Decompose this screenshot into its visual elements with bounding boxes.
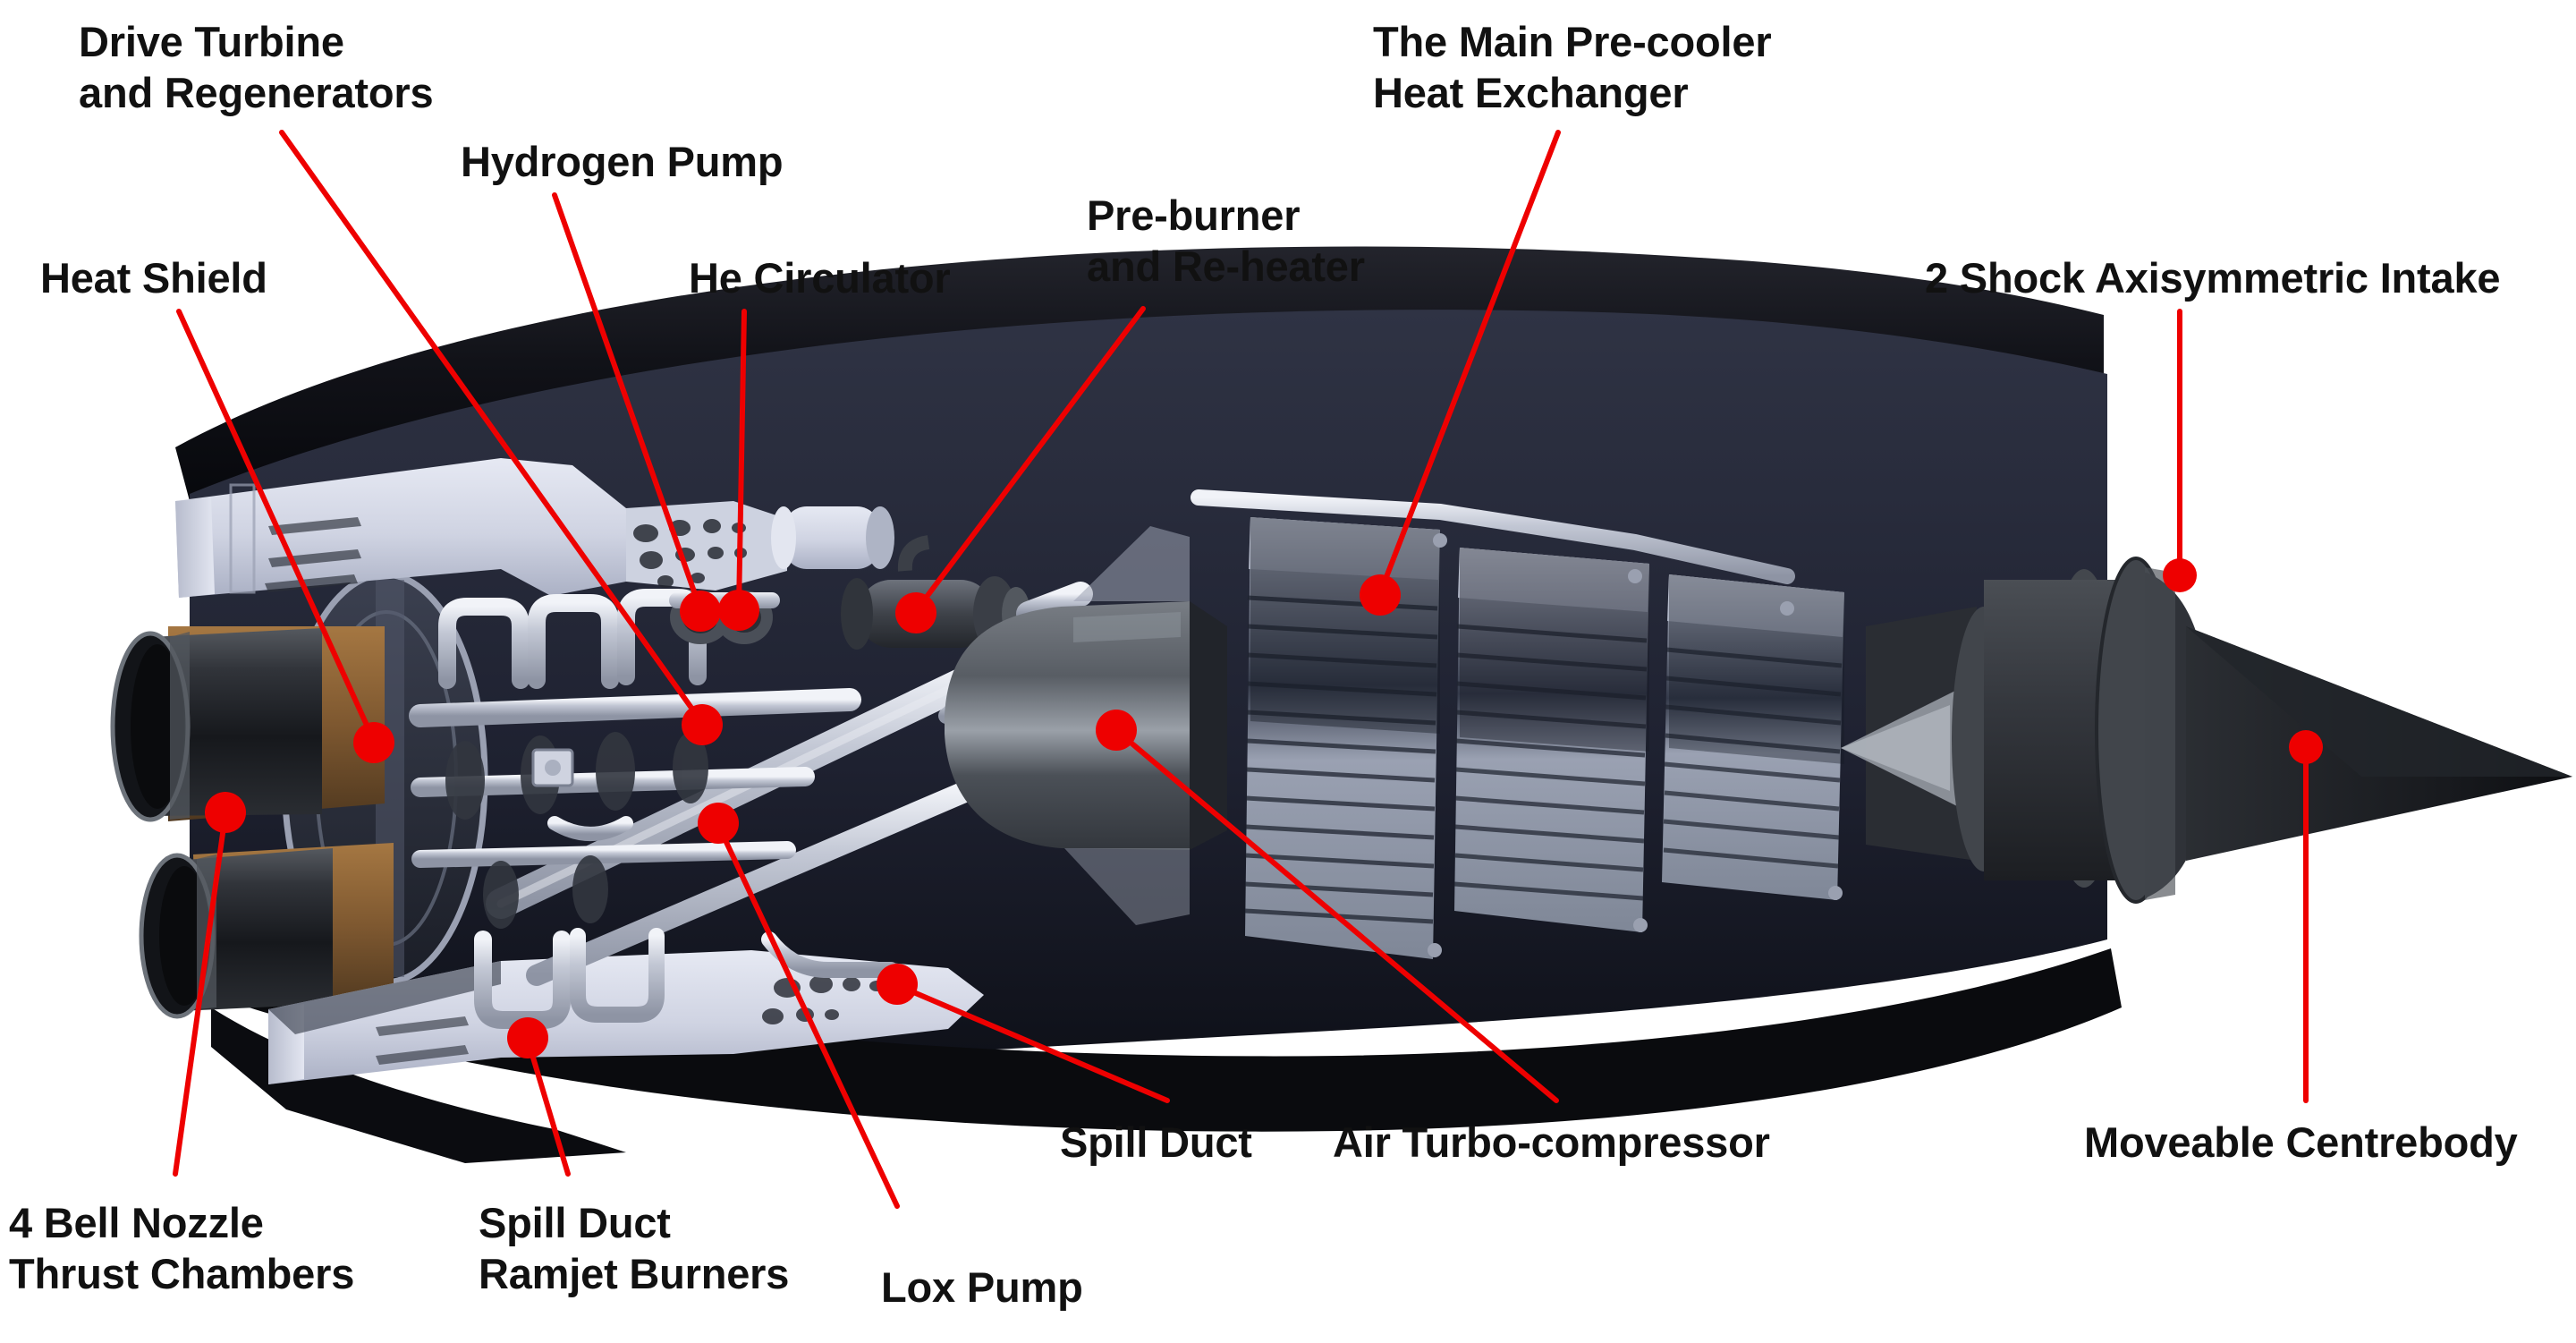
callout-dot-spill-duct-ramjet-burners[interactable] [507,1017,548,1058]
callout-leader-pre-burner-and-re-heater [913,306,1146,614]
bell-nozzle-upper [110,626,385,822]
callout-label-heat-shield: Heat Shield [40,252,267,303]
callout-leader-the-main-pre-cooler-heat-exchanger [1377,130,1561,596]
callout-dot-drive-turbine-and-regenerators[interactable] [682,704,723,745]
callout-dot-air-turbo-compressor[interactable] [1096,710,1137,751]
callout-leader-lox-pump [716,822,900,1209]
precooler-module-1 [1244,517,1440,959]
callout-leader-4-bell-nozzle-thrust-chambers [173,812,228,1177]
axisymmetric-intake-rings [1952,557,2177,904]
callout-label-line: and Re-heater [1087,242,1365,291]
callout-leader-heat-shield [176,309,377,744]
main-pre-cooler-heat-exchanger [1191,489,1844,959]
callout-label-air-turbo-compressor: Air Turbo-compressor [1333,1117,1770,1168]
callout-label-line: The Main Pre-cooler [1373,18,1772,65]
callout-dot-moveable-centrebody[interactable] [2289,730,2323,764]
intake-and-centrebody [1841,557,2572,904]
callout-label-line: Heat Exchanger [1373,69,1689,117]
callout-label-line: 2 Shock Axisymmetric Intake [1925,254,2501,302]
callout-leader-drive-turbine-and-regenerators [279,130,705,726]
engine-plumbing-cluster [409,589,1017,1029]
callout-dot-lox-pump[interactable] [698,803,739,844]
upper-spill-duct-panel [175,458,894,598]
callout-dot-heat-shield[interactable] [353,722,394,763]
bell-nozzle-thrust-chambers [110,626,394,1019]
callout-label-line: Thrust Chambers [9,1250,355,1298]
callout-label-hydrogen-pump: Hydrogen Pump [461,136,784,187]
callout-label-line: Spill Duct [479,1199,671,1246]
callout-label-lox-pump: Lox Pump [881,1262,1083,1313]
callout-dot-4-bell-nozzle-thrust-chambers[interactable] [205,792,246,833]
precooler-header-pipework [1191,489,1795,613]
callout-label-spill-duct: Spill Duct [1060,1117,1252,1168]
callout-label-line: Pre-burner [1087,191,1301,239]
air-turbo-compressor [945,526,1227,925]
callout-label-line: Moveable Centrebody [2084,1118,2518,1166]
callout-label-2-shock-axisymmetric-intake: 2 Shock Axisymmetric Intake [1925,252,2501,303]
callout-label-moveable-centrebody: Moveable Centrebody [2084,1117,2518,1168]
callout-leader-air-turbo-compressor [1115,729,1559,1103]
drive-turbine-drum [771,506,894,569]
callout-dot-the-main-pre-cooler-heat-exchanger[interactable] [1360,574,1401,616]
callout-dot-pre-burner-and-re-heater[interactable] [895,592,936,633]
callout-label-line: 4 Bell Nozzle [9,1199,264,1246]
callout-dot-he-circulator[interactable] [718,590,759,631]
bell-nozzle-lower [139,843,394,1019]
callout-label-line: Lox Pump [881,1263,1083,1311]
callout-label-he-circulator: He Circulator [689,252,951,303]
callout-label-line: Spill Duct [1060,1118,1252,1166]
callout-leader-he-circulator [736,309,747,611]
precooler-mount-nodes [1428,533,1843,957]
callout-label-line: Heat Shield [40,254,267,302]
callout-dot-hydrogen-pump[interactable] [680,591,721,632]
precooler-module-3 [1662,574,1844,900]
callout-dot-spill-duct[interactable] [877,964,918,1005]
callout-leader-spill-duct-ramjet-burners [525,1037,571,1177]
precooler-module-2 [1453,548,1649,932]
callout-label-line: Air Turbo-compressor [1333,1118,1770,1166]
callout-label-line: He Circulator [689,254,951,302]
callout-leaders-layer [173,130,2323,1209]
callout-leader-hydrogen-pump [552,192,703,612]
callout-label-line: Hydrogen Pump [461,138,784,185]
callout-leader-spill-duct [896,983,1170,1103]
callout-dot-2-shock-axisymmetric-intake[interactable] [2163,558,2197,592]
callout-label-line: Drive Turbine [79,18,344,65]
callout-label-line: Ramjet Burners [479,1250,790,1298]
callout-label-line: and Regenerators [79,69,434,117]
ramjet-burner-perforations [762,975,884,1024]
